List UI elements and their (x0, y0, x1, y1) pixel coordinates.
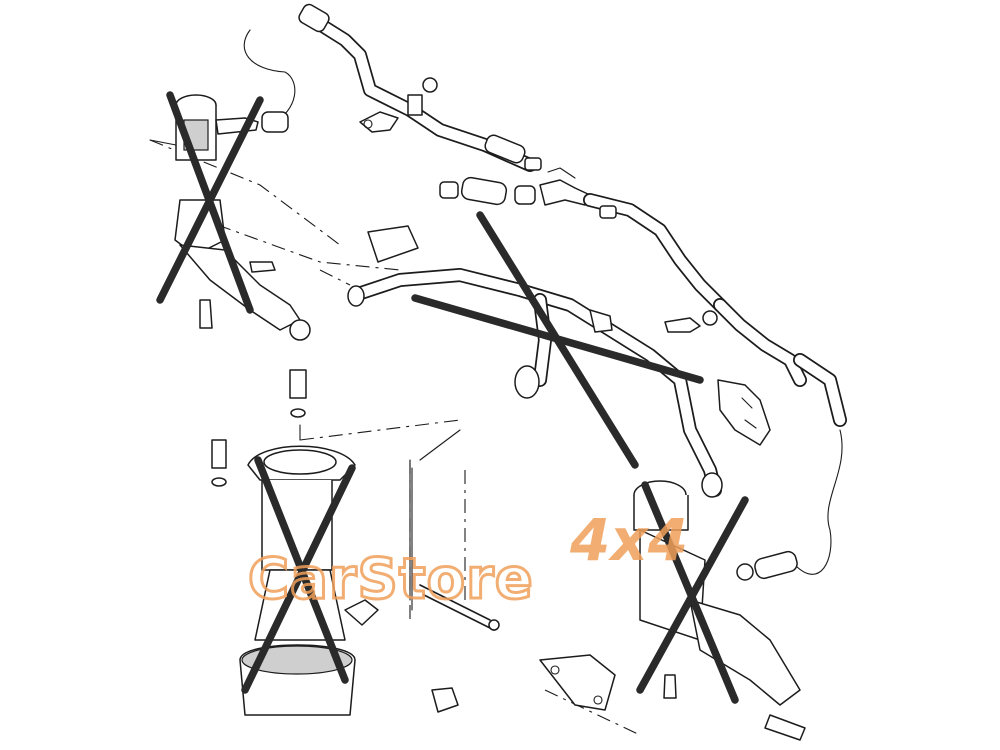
combination-valve-right (431, 480, 806, 741)
guide-rods (419, 584, 500, 631)
secondary-air-pump (211, 369, 379, 716)
mounting-plate-right (717, 379, 771, 446)
vacuum-hose-right (736, 353, 847, 581)
removed-marks (156, 91, 749, 704)
vacuum-hose-middle (439, 167, 807, 387)
watermark-brand: CarStore (248, 547, 534, 612)
watermark-suffix: 4x4 (569, 506, 688, 574)
secondary-air-valve-left (149, 94, 311, 341)
watermark: CarStore 4x4 (247, 506, 689, 614)
vacuum-hose-upper (243, 3, 542, 172)
hose-bracket (367, 225, 419, 263)
leader-lines (149, 139, 641, 736)
